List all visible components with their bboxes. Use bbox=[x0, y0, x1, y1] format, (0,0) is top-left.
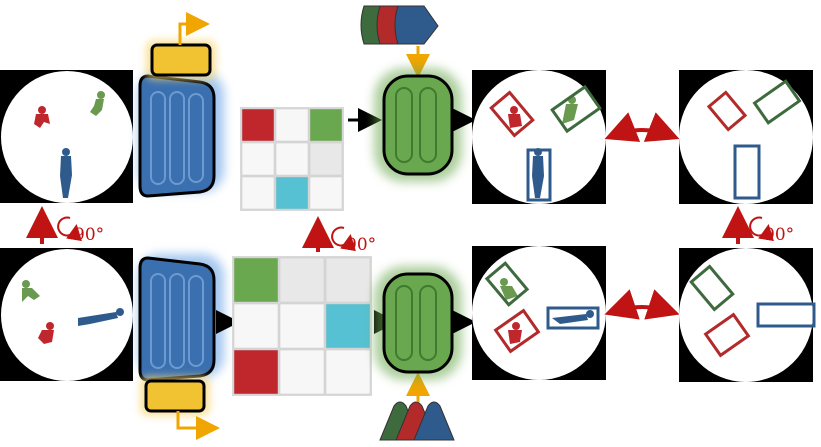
grid-cell-red bbox=[241, 108, 275, 142]
grid-cell-cyan bbox=[275, 176, 309, 210]
box-image-bottom bbox=[679, 248, 816, 382]
grid-cell-cyan bbox=[325, 303, 371, 349]
feature-grid-top bbox=[240, 107, 344, 211]
person-blue-icon bbox=[60, 148, 72, 198]
rotation-label-right: 90° bbox=[764, 225, 794, 245]
yellow-head-bottom bbox=[140, 376, 220, 440]
bbox-red bbox=[489, 90, 535, 138]
bbox-red bbox=[493, 308, 541, 354]
consistency-arrow-top bbox=[604, 112, 680, 142]
bbox-blue bbox=[526, 148, 552, 202]
yellow-head-top bbox=[146, 12, 216, 80]
grid-cell-light bbox=[279, 257, 325, 303]
person-red-icon bbox=[34, 106, 50, 128]
grid-cell-white bbox=[279, 349, 325, 395]
grid-cell-green bbox=[309, 108, 343, 142]
person-red-icon bbox=[38, 322, 54, 344]
decoder-top bbox=[374, 68, 462, 182]
rotation-indicator-left: 90° bbox=[26, 206, 104, 245]
input-image-top bbox=[0, 70, 133, 203]
grid-cell-light bbox=[309, 142, 343, 176]
rotate-clockwise-icon bbox=[331, 226, 356, 252]
rotate-clockwise-icon bbox=[57, 216, 82, 242]
consistency-arrow-bottom bbox=[604, 289, 680, 320]
bbox-green bbox=[484, 261, 530, 307]
grid-cell-white bbox=[275, 108, 309, 142]
person-green-icon bbox=[90, 91, 105, 116]
grid-cell-white bbox=[325, 349, 371, 395]
decoder-bottom bbox=[374, 266, 462, 380]
bbox-blue bbox=[546, 306, 600, 330]
bbox-green bbox=[550, 84, 602, 134]
grid-cell-white bbox=[279, 303, 325, 349]
feature-grid-bottom bbox=[232, 256, 372, 396]
prediction-image-bottom bbox=[472, 246, 606, 380]
bbox-blue bbox=[756, 302, 816, 328]
bbox-green bbox=[752, 79, 802, 125]
bbox-blue bbox=[733, 144, 761, 200]
grid-cell-white bbox=[241, 142, 275, 176]
bbox-red bbox=[706, 90, 748, 132]
rotation-indicator-right: 90° bbox=[722, 206, 794, 245]
encoder-bottom bbox=[138, 254, 224, 382]
bbox-red bbox=[703, 312, 751, 358]
stacked-query-tokens-bottom bbox=[379, 372, 455, 441]
stacked-query-tokens-top bbox=[360, 5, 439, 78]
grid-cell-white bbox=[241, 176, 275, 210]
grid-cell-white bbox=[233, 303, 279, 349]
bbox-green bbox=[689, 264, 735, 312]
grid-cell-red bbox=[233, 349, 279, 395]
grid-cell-white bbox=[309, 176, 343, 210]
person-green-icon bbox=[22, 280, 40, 302]
rotation-label-left: 90° bbox=[74, 225, 104, 245]
prediction-image-top bbox=[472, 70, 606, 204]
encoder-top bbox=[138, 72, 224, 198]
rotate-clockwise-icon bbox=[749, 216, 774, 242]
rotation-label-middle: 90° bbox=[346, 235, 376, 255]
grid-cell-white bbox=[275, 142, 309, 176]
grid-cell-green bbox=[233, 257, 279, 303]
rotation-indicator-middle: 90° bbox=[302, 216, 376, 255]
box-image-top bbox=[679, 70, 813, 204]
grid-cell-light bbox=[325, 257, 371, 303]
person-blue-icon bbox=[78, 308, 124, 326]
input-image-bottom bbox=[0, 248, 133, 381]
